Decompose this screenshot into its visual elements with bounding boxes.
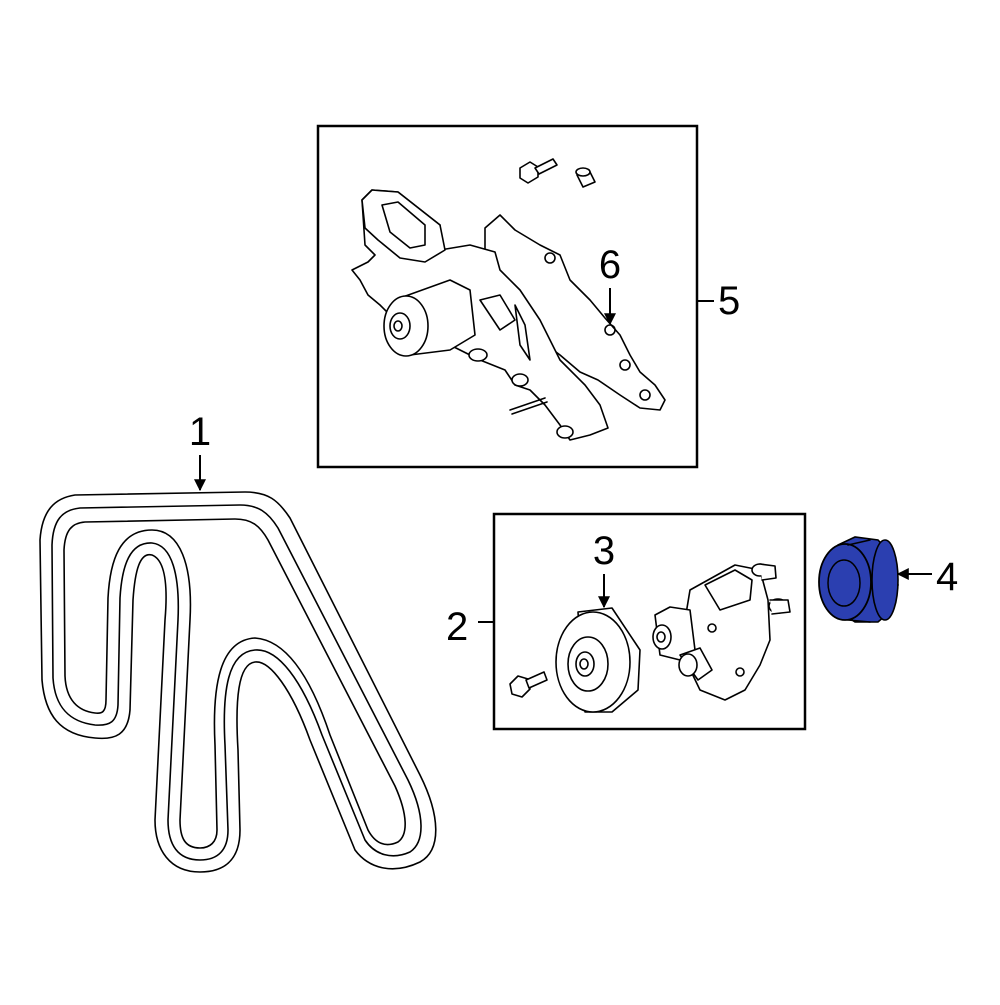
callout-3: 3 bbox=[593, 529, 615, 573]
water-pump-pulley-hub bbox=[383, 279, 476, 357]
pump-boss bbox=[479, 294, 516, 331]
pump-stud bbox=[556, 425, 574, 439]
gasket-hole bbox=[619, 359, 631, 371]
pump-pin bbox=[511, 401, 548, 415]
callout-4: 4 bbox=[936, 555, 958, 599]
pump-rib bbox=[514, 304, 531, 361]
pump-pin bbox=[509, 397, 546, 411]
serpentine-belt[interactable] bbox=[39, 491, 437, 873]
dowel-pin bbox=[575, 167, 596, 188]
idler-pulley[interactable] bbox=[555, 607, 641, 713]
gasket-hole bbox=[544, 252, 556, 264]
pump-stud bbox=[468, 348, 488, 362]
pump-inlet-opening bbox=[381, 201, 426, 249]
callout-5: 5 bbox=[718, 279, 740, 323]
callout-2: 2 bbox=[446, 605, 468, 649]
water-pump-group-box bbox=[316, 124, 699, 469]
belt-tensioner[interactable] bbox=[652, 563, 791, 701]
callout-1: 1 bbox=[189, 410, 211, 454]
water-pump-bolt bbox=[519, 158, 558, 184]
pump-stud bbox=[511, 373, 529, 387]
water-pump-pulley[interactable] bbox=[818, 536, 899, 623]
tensioner-bolt bbox=[509, 671, 548, 698]
callout-6: 6 bbox=[599, 243, 621, 287]
water-pump-illustration[interactable] bbox=[351, 158, 666, 441]
gasket-hole bbox=[639, 389, 651, 401]
